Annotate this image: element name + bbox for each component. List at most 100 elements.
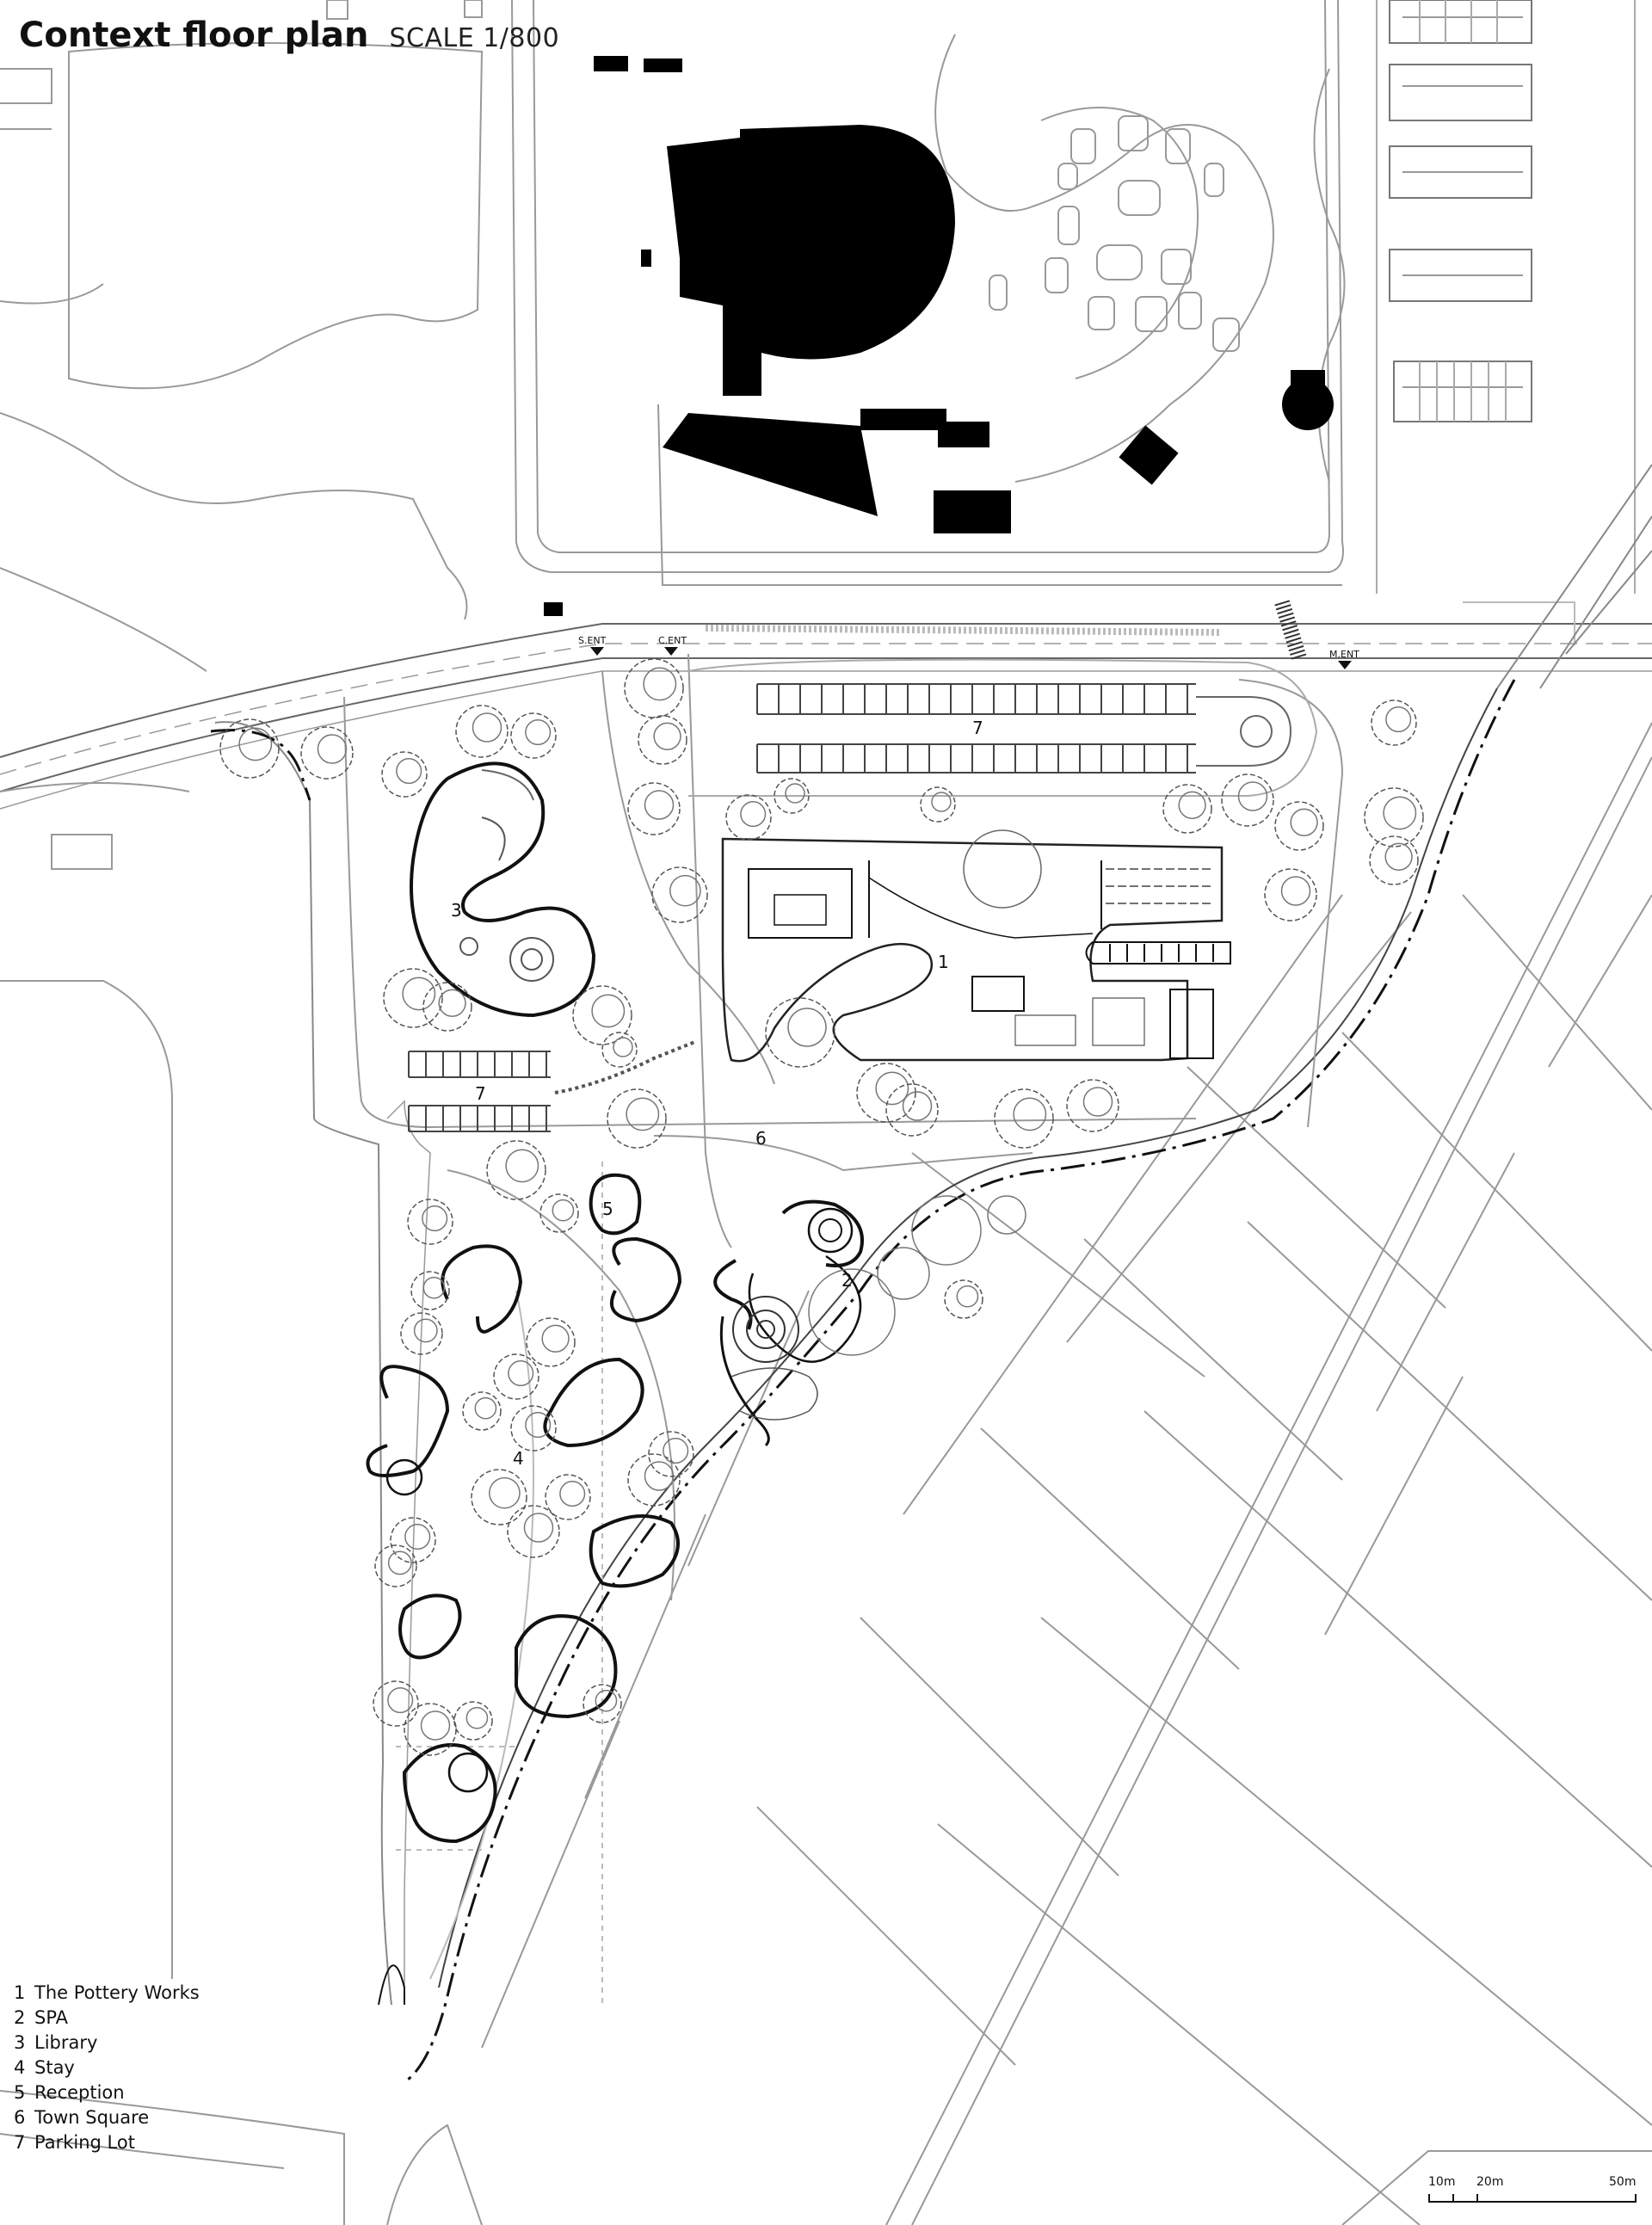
north-islands [989,115,1240,352]
tree-canopy-inner [626,1097,660,1131]
tree-canopy-inner [931,792,952,812]
legend-num: 6 [14,2107,26,2128]
label-stay: 4 [513,1448,524,1469]
parking-west [408,1039,698,1132]
tree-canopy [1264,868,1317,921]
legend-num: 3 [14,2032,26,2053]
tree-canopy [1162,784,1212,834]
legend-label: Stay [34,2057,75,2078]
scale-bar-tick [1452,2194,1454,2203]
tree-canopy-inner [1178,791,1206,819]
legend-label: SPA [34,2007,69,2028]
tree-canopy-inner [523,1513,554,1543]
tree-canopy [400,1312,443,1355]
tree-canopy [1066,1079,1119,1132]
tree-canopy [545,1474,591,1520]
tree-canopy [390,1517,436,1563]
main-road [0,600,1652,810]
entrance-m-arrow [1338,661,1352,669]
tree-canopy-inner [1384,842,1413,871]
site-boundary [210,679,1516,2084]
trees [219,658,1424,1756]
tree-canopy-inner [552,1199,575,1222]
tree-canopy-inner [591,994,626,1028]
tree-canopy [455,705,509,758]
tree-canopy-inner [404,1524,431,1550]
legend-item: 5 Reception [14,2080,200,2105]
tree-canopy-inner [787,1008,827,1047]
scale-bar-tick [1635,2194,1637,2203]
pottery-works-building[interactable] [721,829,1231,1063]
tree-canopy [374,1544,417,1587]
spa-building[interactable] [713,1195,1026,1447]
tree-canopy [920,786,956,823]
tree-canopy [994,1088,1054,1149]
tree-canopy [486,1140,546,1200]
stay-units[interactable] [366,1236,682,1844]
tree-canopy [507,1505,560,1558]
tree-canopy-inner [740,801,767,828]
tree-canopy [407,1199,453,1245]
tree-canopy-inner [875,1071,909,1106]
tree-canopy [300,726,354,780]
tree-canopy-inner [420,1710,451,1741]
tree-canopy [1221,774,1274,827]
scale-bar: 10m 20m 50m [1394,2175,1643,2218]
scale-bar-label-20m: 20m [1476,2175,1504,2189]
tree-canopy-inner [613,1037,633,1057]
legend-num: 2 [14,2007,26,2028]
tree-canopy [638,715,687,765]
label-parking-west: 7 [475,1083,486,1104]
legend-item: 3 Library [14,2031,200,2056]
tree-canopy-inner [387,1550,412,1575]
tree-canopy-inner [438,989,466,1017]
tree-canopy [219,718,280,779]
parking-north [687,658,1318,797]
tree-canopy [765,997,835,1068]
plan-title: Context floor plan [19,15,369,55]
tree-canopy-inner [1383,796,1417,830]
tree-canopy [1364,787,1424,847]
tree-canopy-inner [413,1318,438,1343]
tree-canopy-inner [422,1276,446,1299]
library-building[interactable] [410,761,596,1018]
tree-canopy-inner [669,874,701,907]
tree-canopy-inner [525,1412,552,1439]
entrance-c: C.ENT [658,635,687,646]
legend-num: 5 [14,2082,26,2103]
tree-canopy-inner [1013,1097,1047,1131]
north-buildings[interactable] [544,56,1334,616]
tree-canopy-inner [1082,1087,1113,1117]
tree-canopy [774,778,810,814]
tree-canopy [856,1063,916,1123]
tree-canopy-inner [595,1689,618,1712]
tree-canopy-inner [402,977,436,1011]
label-pottery: 1 [938,952,949,972]
tree-canopy [373,1680,419,1727]
tree-canopy-inner [559,1481,586,1507]
farm-fields [0,722,1652,2225]
label-library: 3 [451,900,462,921]
scale-bar-label-50m: 50m [1609,2175,1637,2189]
tree-canopy-inner [422,1205,448,1232]
legend-label: Library [34,2032,98,2053]
legend-item: 6 Town Square [14,2105,200,2130]
entrance-s: S.ENT [578,635,607,646]
tree-canopy [471,1469,527,1525]
legend-num: 7 [14,2132,26,2153]
entrance-markers: S.ENT C.ENT M.ENT [578,635,1359,669]
tree-canopy-inner [317,734,348,764]
legend-label: Reception [34,2082,125,2103]
legend-item: 2 SPA [14,2006,200,2031]
tree-canopy-inner [785,783,805,804]
zone-labels: 1 2 3 4 5 6 7 7 [451,718,983,1469]
reception-building[interactable] [589,1173,642,1236]
tree-canopy [1369,835,1419,885]
tree-canopy-inner [508,1360,534,1387]
tree-canopy [624,658,684,718]
legend-label: Town Square [34,2107,150,2128]
tree-canopy-inner [472,712,502,743]
